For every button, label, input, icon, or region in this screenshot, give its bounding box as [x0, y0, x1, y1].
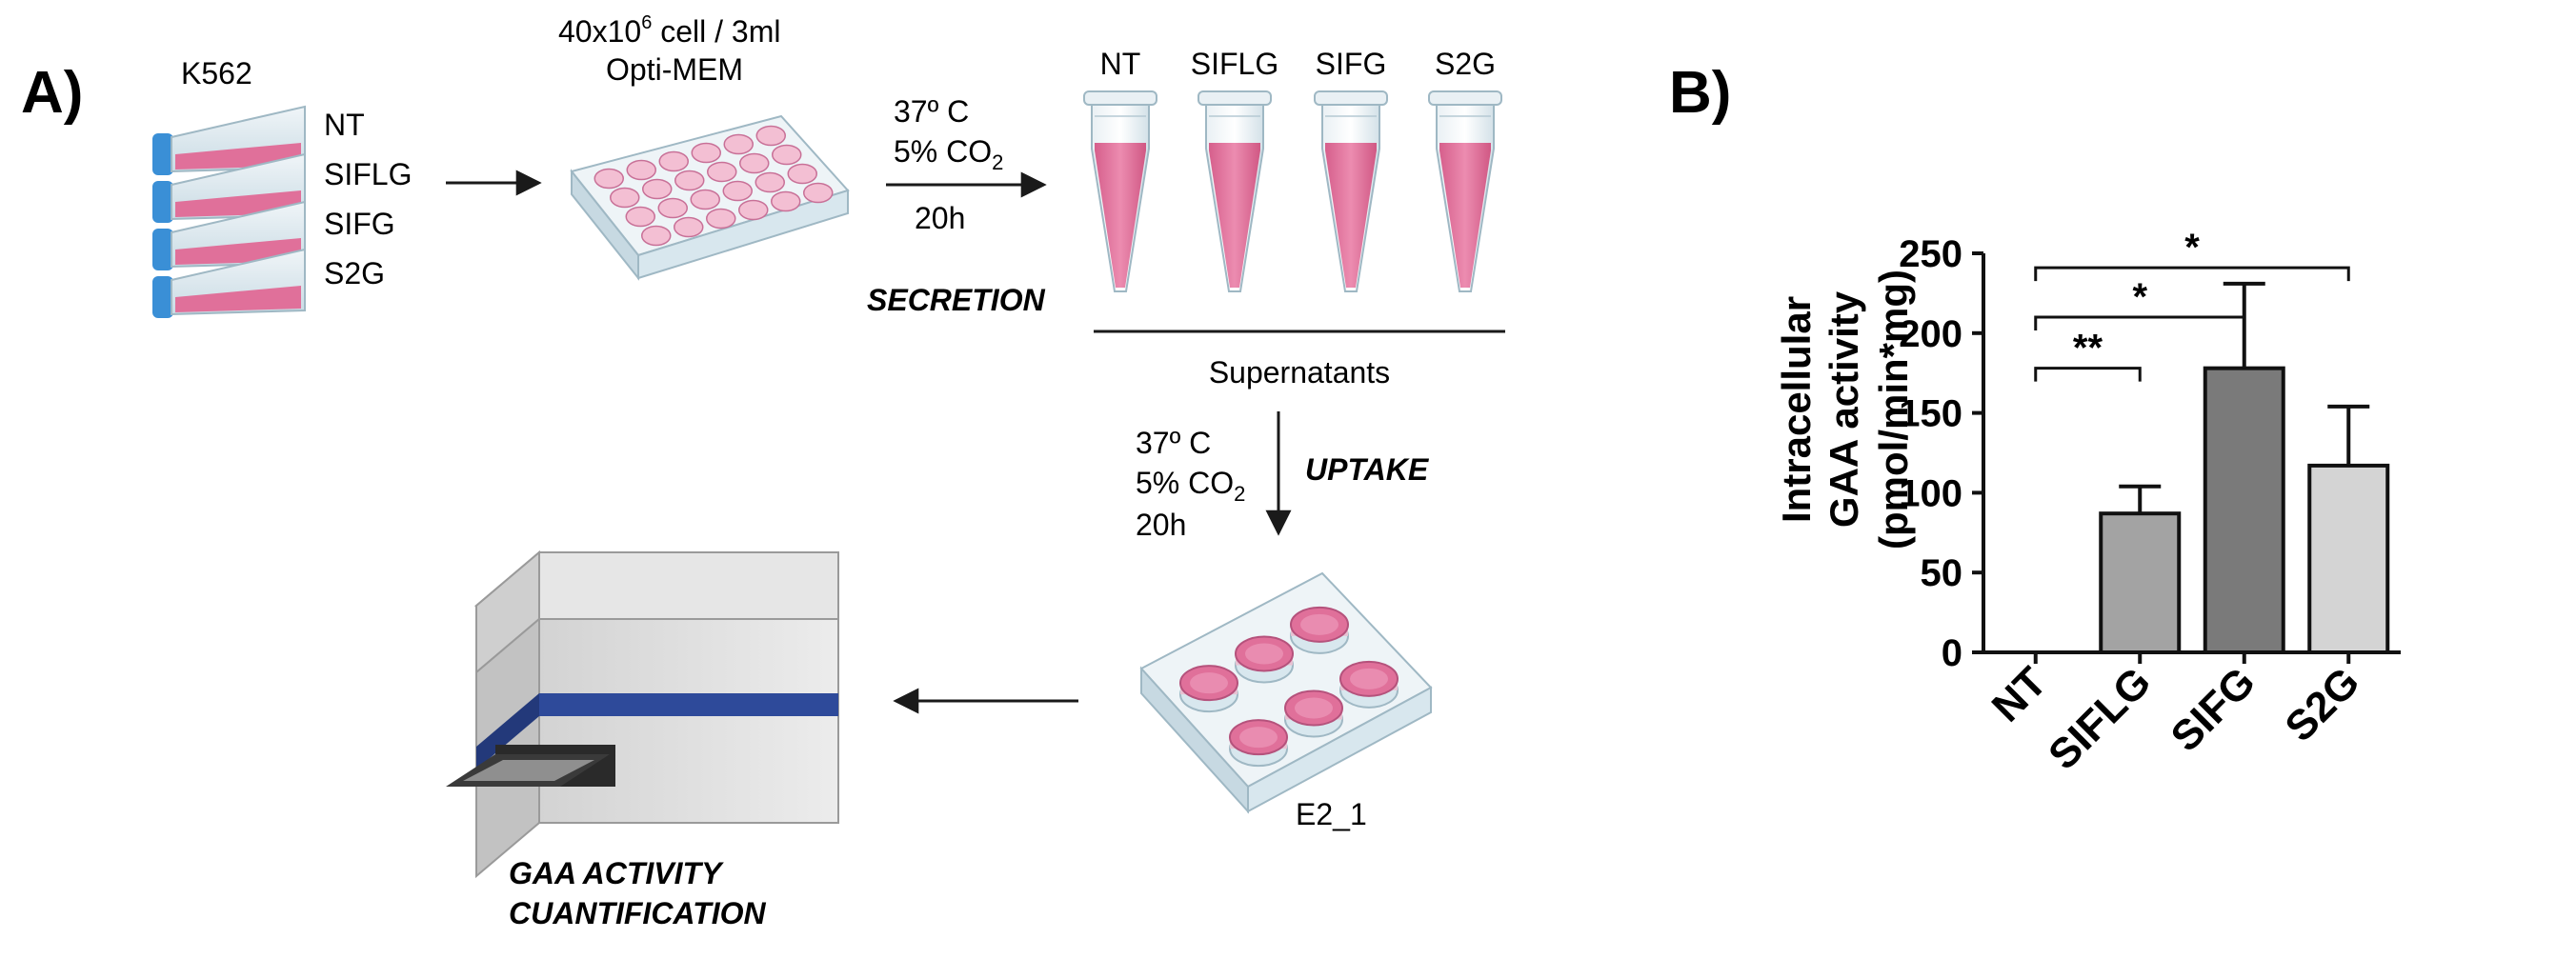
construct-label-siflg: SIFLG [324, 157, 412, 191]
uptake-time: 20h [1136, 508, 1186, 542]
plate-well [674, 170, 705, 191]
microtube-icon [1083, 90, 1157, 292]
y-tick-label: 50 [1921, 552, 1963, 594]
culture-flask-icon [152, 248, 306, 318]
plate-well [594, 168, 624, 190]
plate-well [691, 142, 721, 164]
plate-well [642, 178, 673, 200]
tube-label-nt: NT [1100, 47, 1141, 81]
panel-b: B) Intracellular GAA activity (pmol/min*… [1669, 60, 2401, 779]
plate-well [641, 225, 672, 247]
plate-well [787, 163, 817, 185]
plate-well [1179, 665, 1238, 713]
y-tick-label: 250 [1899, 233, 1962, 275]
y-tick-label: 200 [1899, 313, 1962, 355]
plate-well [803, 182, 834, 204]
uptake-plate-label: E2_1 [1296, 797, 1367, 831]
significance-label: * [2184, 227, 2200, 269]
plate-well [739, 152, 770, 174]
plate-well [610, 187, 640, 209]
plate-well [626, 159, 656, 181]
y-tick-label: 150 [1899, 393, 1962, 435]
tube-label-s2g: S2G [1435, 47, 1496, 81]
plate-well [1339, 660, 1399, 709]
plate-well [1235, 635, 1294, 684]
x-tick-label-siflg: SIFLG [2040, 658, 2160, 778]
plate-well [723, 133, 754, 155]
microtube-icon [1197, 90, 1272, 292]
x-tick-label-sifg: SIFG [2163, 658, 2264, 760]
plate-well [690, 189, 720, 210]
significance-bracket [2034, 367, 2142, 382]
panel-a-label: A) [21, 60, 83, 126]
quantification-label-line2: CUANTIFICATION [509, 896, 766, 930]
plate-well [755, 171, 785, 193]
x-tick-label-nt: NT [1983, 658, 2056, 730]
significance-bracket [2034, 315, 2246, 331]
secretion-co2: 5% CO2 [894, 134, 1003, 174]
construct-label-nt: NT [324, 108, 365, 142]
significance-label: ** [2073, 328, 2103, 370]
plate-well [706, 208, 736, 230]
plate-well [738, 199, 769, 221]
bar-siflg [2099, 511, 2182, 654]
y-axis-label-line3: (pmol/min*mg) [1871, 270, 1916, 549]
plate-well [707, 161, 737, 183]
significance-bracket [2034, 266, 2350, 282]
bar-sifg [2203, 366, 2285, 654]
plate-well [755, 125, 786, 147]
cell-line-label: K562 [181, 56, 252, 90]
supernatants-label: Supernatants [1209, 355, 1390, 390]
microtube-icon [1314, 90, 1388, 292]
plate-well [1290, 606, 1349, 654]
uptake-co2: 5% CO2 [1136, 466, 1245, 506]
multiwell-plate-24-icon [570, 114, 850, 281]
plate-well [772, 144, 802, 166]
plate-well [625, 206, 655, 228]
uptake-step-label: UPTAKE [1305, 452, 1430, 487]
uptake-temperature: 37º C [1136, 426, 1211, 460]
plate-well [771, 190, 801, 212]
plate-well [1284, 689, 1343, 738]
secretion-step-label: SECRETION [867, 283, 1046, 317]
construct-label-s2g: S2G [324, 256, 385, 290]
y-axis-label-line1: Intracellular [1774, 296, 1819, 523]
quantification-label-line1: GAA ACTIVITY [509, 856, 724, 890]
tube-label-sifg: SIFG [1316, 47, 1387, 81]
x-tick-label-s2g: S2G [2276, 658, 2368, 750]
plate-well [658, 150, 689, 172]
multiwell-plate-6-icon [1139, 571, 1433, 814]
microtube-icon [1428, 90, 1502, 292]
panel-a: A) K562 NT [21, 12, 1505, 930]
y-axis-label-line2: GAA activity [1821, 290, 1866, 528]
secretion-temperature: 37º C [894, 94, 969, 129]
bar-s2g [2307, 463, 2390, 654]
seeding-medium-label: Opti-MEM [606, 52, 743, 87]
culture-flask-stack [152, 105, 306, 318]
panel-b-label: B) [1669, 60, 1731, 126]
plate-well [674, 216, 704, 238]
seeding-density-label: 40x106 cell / 3ml [558, 12, 780, 49]
plate-well [1229, 719, 1288, 768]
tube-label-siflg: SIFLG [1191, 47, 1278, 81]
plate-well [722, 180, 753, 202]
secretion-time: 20h [915, 201, 965, 235]
culture-flask-icon [152, 152, 306, 223]
construct-label-sifg: SIFG [324, 207, 395, 241]
plate-well [657, 197, 688, 219]
y-tick-label: 0 [1942, 632, 1962, 674]
plate-reader-icon [446, 549, 839, 879]
significance-label: * [2132, 276, 2147, 318]
y-tick-label: 100 [1899, 472, 1962, 514]
